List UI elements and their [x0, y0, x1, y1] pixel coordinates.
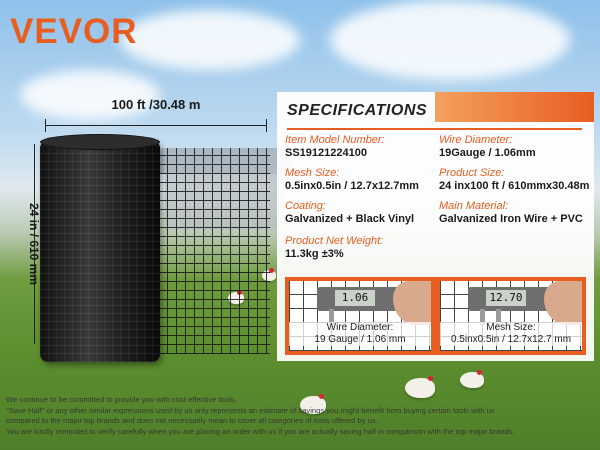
spec-label: Mesh Size: [285, 167, 340, 179]
chicken [460, 370, 484, 388]
specifications-panel: SPECIFICATIONS Item Model Number: SS1912… [277, 92, 594, 361]
spec-wire-diameter: Wire Diameter: 19Gauge / 1.06mm [439, 134, 536, 160]
disclaimer-line: compared to the major top brands and doe… [6, 416, 378, 425]
caption-line: Wire Diameter: [326, 322, 394, 333]
spec-label: Coating: [285, 200, 326, 212]
photo-caption: Wire Diameter: 19 Gauge / 1.06 mm [289, 322, 431, 346]
caliper-jaw [480, 309, 485, 325]
height-dimension: 24 in / 610 mm [26, 144, 42, 344]
caliper-jaw [329, 309, 334, 325]
spec-coating: Coating: Galvanized + Black Vinyl [285, 200, 414, 226]
brand-logo: VEVOR [10, 12, 138, 51]
mesh-size-photo: 12.70 Mesh Size: 0.5inx0.5in / 12.7x12.7… [440, 281, 582, 351]
hand [393, 281, 431, 325]
spec-value: 11.3kg ±3% [285, 248, 344, 260]
spec-value: 19Gauge / 1.06mm [439, 147, 536, 159]
cloud [120, 10, 300, 70]
spec-item-model: Item Model Number: SS19121224100 [285, 134, 385, 160]
width-dimension: 100 ft /30.48 m [45, 97, 267, 132]
disclaimer-line: We continue to be committed to provide y… [6, 395, 237, 404]
spec-value: SS19121224100 [285, 147, 367, 159]
spec-net-weight: Product Net Weight: 11.3kg ±3% [285, 235, 383, 261]
spec-label: Product Net Weight: [285, 235, 384, 247]
caliper-jaw [496, 309, 501, 325]
caliper-icon: 1.06 [317, 287, 403, 311]
cloud [20, 70, 160, 120]
width-label: 100 ft /30.48 m [111, 97, 201, 112]
disclaimer-line: "Save Half" or any other similar express… [6, 405, 495, 415]
caption-line: 19 Gauge / 1.06 mm [314, 334, 406, 345]
measurement-photos: 1.06 Wire Diameter: 19 Gauge / 1.06 mm 1… [285, 277, 586, 355]
caption-line: Mesh Size: [486, 322, 536, 333]
chicken [405, 376, 435, 398]
photo-caption: Mesh Size: 0.5inx0.5in / 12.7x12.7 mm [440, 322, 582, 346]
disclaimer: We continue to be committed to provide y… [6, 395, 596, 437]
accent-bar [435, 92, 594, 122]
spec-value: Galvanized Iron Wire + PVC [439, 213, 583, 225]
spec-product-size: Product Size: 24 inx100 ft / 610mmx30.48… [439, 167, 589, 193]
wire-mesh-roll [40, 134, 160, 362]
caliper-icon: 12.70 [468, 287, 554, 311]
caption-line: 0.5inx0.5in / 12.7x12.7 mm [450, 334, 572, 345]
spec-label: Wire Diameter: [439, 134, 513, 146]
spec-label: Product Size: [439, 167, 505, 179]
spec-value: 0.5inx0.5in / 12.7x12.7mm [285, 180, 419, 192]
spec-label: Main Material: [439, 200, 509, 212]
height-label: 24 in / 610 mm [27, 202, 41, 286]
unrolled-mesh [158, 148, 270, 354]
spec-main-material: Main Material: Galvanized Iron Wire + PV… [439, 200, 583, 226]
disclaimer-line: You are kindly reminded to verify carefu… [6, 426, 515, 436]
spec-label: Item Model Number: [285, 134, 385, 146]
spec-value: Galvanized + Black Vinyl [285, 213, 415, 225]
caliper-reading: 1.06 [335, 290, 375, 306]
width-dimension-line [45, 119, 267, 132]
title-divider [287, 128, 582, 130]
cloud [330, 0, 570, 80]
hand [544, 281, 582, 325]
spec-value: 24 inx100 ft / 610mmx30.48m [439, 180, 590, 192]
spec-mesh-size: Mesh Size: 0.5inx0.5in / 12.7x12.7mm [285, 167, 419, 193]
height-dimension-line [34, 144, 35, 344]
caliper-reading: 12.70 [486, 290, 526, 306]
chicken [300, 394, 326, 414]
specifications-title: SPECIFICATIONS [287, 102, 428, 119]
wire-diameter-photo: 1.06 Wire Diameter: 19 Gauge / 1.06 mm [289, 281, 431, 351]
